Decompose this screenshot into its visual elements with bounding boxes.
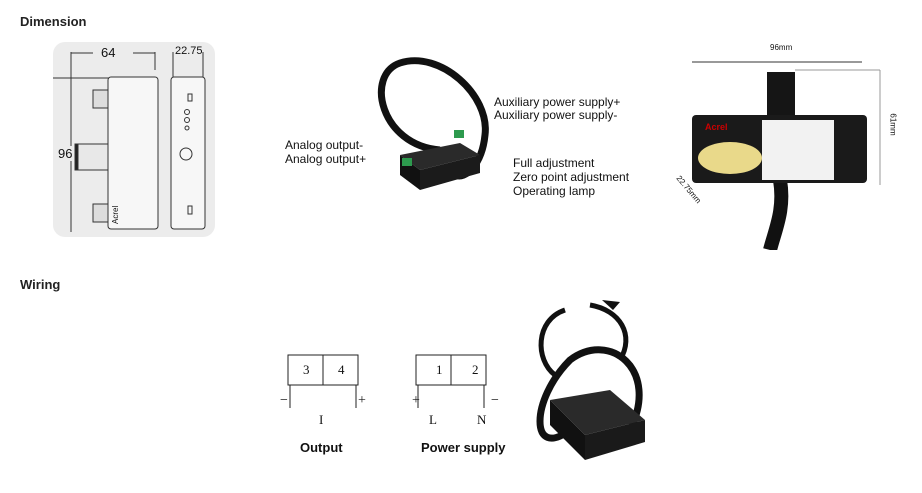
sensor-photo	[378, 57, 489, 190]
label-zero-adjustment: Zero point adjustment	[513, 170, 630, 184]
height-dimension: 96	[58, 146, 73, 161]
output-caption: Output	[300, 440, 343, 455]
terminal-1: 1	[436, 362, 443, 377]
product-photo	[692, 61, 881, 250]
wiring-diagram	[287, 354, 487, 408]
label-analog-plus: Analog output+	[285, 152, 367, 166]
output-minus: −	[280, 393, 288, 408]
power-n: N	[477, 412, 487, 427]
label-operating-lamp: Operating lamp	[513, 184, 596, 198]
label-full-adjustment: Full adjustment	[513, 156, 595, 170]
photo-height-label: 61mm	[888, 113, 898, 136]
depth-dimension: 22.75	[175, 45, 203, 57]
power-plus: +	[412, 393, 420, 408]
label-analog-minus: Analog output-	[285, 138, 364, 152]
power-caption: Power supply	[421, 440, 506, 455]
output-signal: I	[319, 412, 324, 427]
photo-width-label: 96mm	[770, 43, 793, 52]
section-heading-wiring: Wiring	[20, 277, 61, 292]
power-minus: −	[491, 393, 499, 408]
section-heading-dimension: Dimension	[20, 14, 87, 29]
dimension-drawing: 64 96 22.75 Acrel	[53, 42, 215, 237]
power-l: L	[429, 412, 437, 427]
terminal-3: 3	[303, 362, 310, 377]
label-aux-plus: Auxiliary power supply+	[494, 95, 621, 109]
terminal-4: 4	[338, 362, 345, 377]
wiring-sensor-photo	[536, 300, 645, 460]
output-plus: +	[358, 393, 366, 408]
label-aux-minus: Auxiliary power supply-	[494, 108, 618, 122]
width-dimension: 64	[101, 45, 116, 60]
brand-logo: Acrel	[111, 205, 120, 224]
photo-brand: Acrel	[705, 122, 728, 132]
terminal-2: 2	[472, 362, 479, 377]
